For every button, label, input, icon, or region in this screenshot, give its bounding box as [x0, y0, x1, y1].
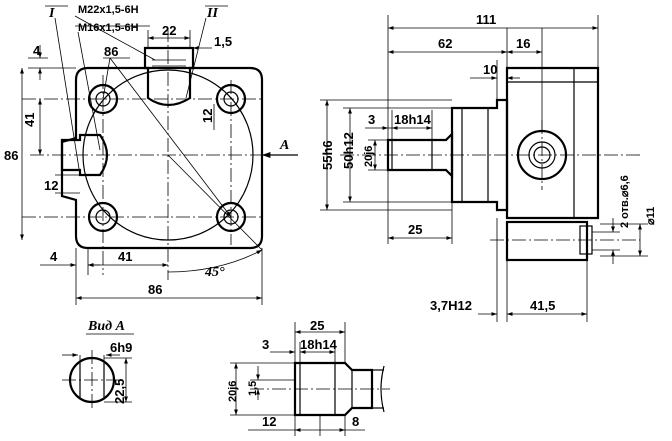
dim-22-top: 22	[162, 23, 176, 38]
dim-86-left: 86	[4, 148, 18, 163]
dim-86-diagonal: 86	[104, 44, 118, 59]
dim-50h12: 50h12	[341, 132, 356, 169]
dim-41-bottom: 41	[118, 249, 132, 264]
side-view: 111 62 16 10 3 18h14 55h6 50h12	[320, 12, 657, 322]
dim-18h14-side: 18h14	[394, 112, 432, 127]
shaft-detail: 25 3 18h14 20j6 1,5 12 8	[227, 318, 390, 436]
dim-18h14-detail: 18h14	[300, 337, 338, 352]
dim-4-top: 4	[33, 43, 41, 58]
dim-hole-6-6: 2 отв.⌀6,6	[619, 175, 631, 228]
view-a: Вид А 6h9 22,5	[62, 319, 134, 410]
section-mark-2: II	[206, 6, 218, 21]
dim-41-left: 41	[22, 113, 37, 127]
view-a-title: Вид А	[87, 319, 125, 334]
dim-12-left: 12	[44, 178, 58, 193]
thread-label-m22: M22x1,5-6H	[78, 4, 139, 16]
dim-111: 111	[476, 12, 496, 27]
dim-1-5-detail: 1,5	[247, 381, 259, 396]
side-pilot-collar	[450, 98, 509, 212]
view-arrow-a: A	[279, 138, 289, 153]
dim-41-5: 41,5	[530, 298, 555, 313]
dim-3-7h12: 3,7H12	[430, 298, 472, 313]
dim-55h6: 55h6	[320, 140, 335, 170]
angle-45: 45°	[204, 265, 225, 280]
dim-16: 16	[516, 36, 530, 51]
dim-86-bottom: 86	[148, 282, 162, 297]
front-diagonal-dim-line	[109, 57, 232, 218]
dim-10: 10	[483, 62, 497, 77]
dim-12-right: 12	[200, 109, 215, 123]
leader-section-1	[54, 17, 81, 176]
thread-label-m16: M16x1,5-6H	[78, 22, 139, 34]
dim-d11: ⌀11	[645, 207, 657, 225]
front-top-port	[143, 46, 195, 107]
dim-20j6-side: 20j6	[363, 146, 375, 167]
dim-12-detail: 12	[262, 414, 276, 429]
dim-25-side: 25	[408, 222, 422, 237]
side-mount-foot	[505, 220, 589, 262]
dim-1-5-top: 1,5	[214, 34, 232, 49]
front-view: 86 I II M22x1,5-6H M16x1,5-6H 22 1,5 4 4…	[4, 4, 298, 305]
dim-3-detail: 3	[262, 337, 269, 352]
front-flange-outline	[60, 66, 264, 250]
dim-20j6-detail: 20j6	[227, 381, 239, 402]
dim-3-side: 3	[368, 112, 375, 127]
dim-25-detail: 25	[310, 318, 324, 333]
dim-62: 62	[438, 36, 452, 51]
section-mark-1: I	[48, 6, 55, 21]
dim-4-bottom: 4	[50, 249, 58, 264]
dim-6h9: 6h9	[110, 340, 132, 355]
dim-22-5: 22,5	[112, 379, 127, 404]
dim-8-detail: 8	[352, 414, 359, 429]
